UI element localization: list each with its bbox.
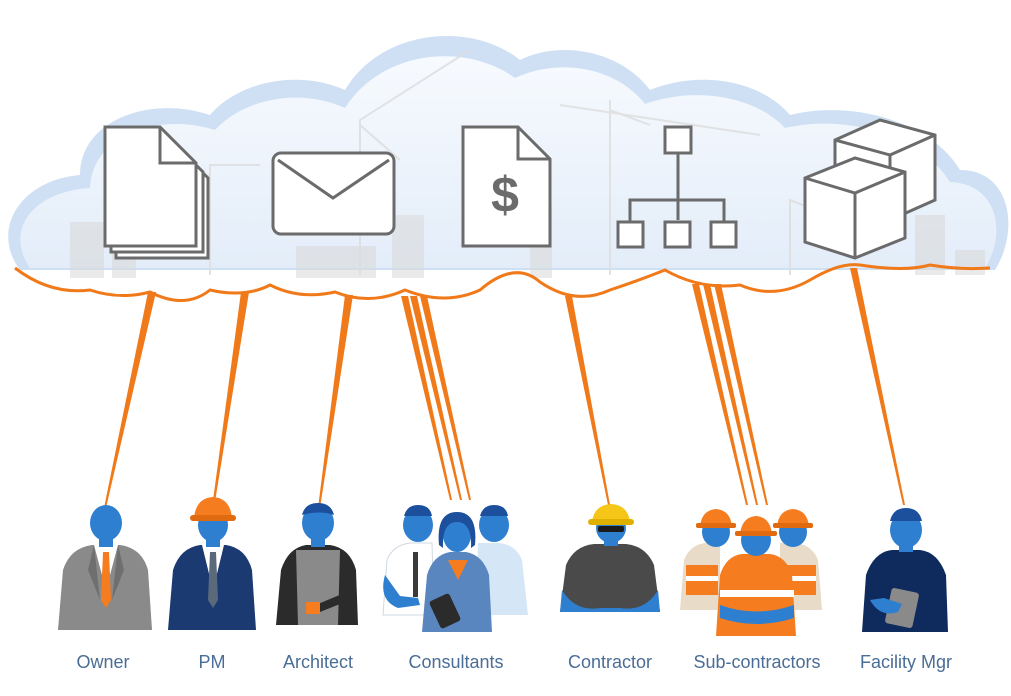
owner-head xyxy=(90,505,122,541)
consultants-figure xyxy=(382,505,528,632)
connector-facility-mgr xyxy=(850,268,905,505)
facility-mgr-figure xyxy=(862,508,948,632)
contractor-label: Contractor xyxy=(567,652,653,672)
connector-subs-1 xyxy=(692,284,748,505)
connector-contractor xyxy=(565,296,610,505)
facility-mgr-label: Facility Mgr xyxy=(859,652,953,672)
owner-figure xyxy=(58,505,152,630)
connector-consultants-3 xyxy=(420,296,471,500)
contractor-figure xyxy=(560,504,660,612)
contractor-hard-hat xyxy=(592,504,630,522)
connector-subs-2 xyxy=(703,284,758,505)
envelope-icon xyxy=(271,151,396,236)
sub-contractors-label: Sub-contractors xyxy=(693,652,821,672)
connector-architect xyxy=(318,295,353,508)
architect-head xyxy=(302,505,334,541)
sub-contractors-figure xyxy=(680,509,822,636)
pm-label: PM xyxy=(198,652,226,672)
pm-figure xyxy=(168,497,256,630)
invoice-dollar-icon: $ xyxy=(461,125,552,248)
connectors xyxy=(104,268,905,508)
connector-consultants-1 xyxy=(401,296,452,500)
owner-label: Owner xyxy=(76,652,130,672)
dollar-sign: $ xyxy=(491,167,519,223)
connector-pm xyxy=(212,292,249,508)
architect-label: Architect xyxy=(282,652,354,672)
connector-subs-3 xyxy=(714,284,768,505)
boxes-icon xyxy=(803,118,937,260)
connector-owner xyxy=(104,292,156,508)
pm-hard-hat xyxy=(194,497,232,518)
consultants-label: Consultants xyxy=(408,652,504,672)
architect-figure xyxy=(276,503,358,625)
cloud-bottom-edge xyxy=(14,263,991,302)
consultant-woman-hair xyxy=(438,512,476,548)
connector-consultants-2 xyxy=(410,296,462,500)
documents-icon xyxy=(103,125,210,260)
org-chart-icon xyxy=(616,125,738,249)
